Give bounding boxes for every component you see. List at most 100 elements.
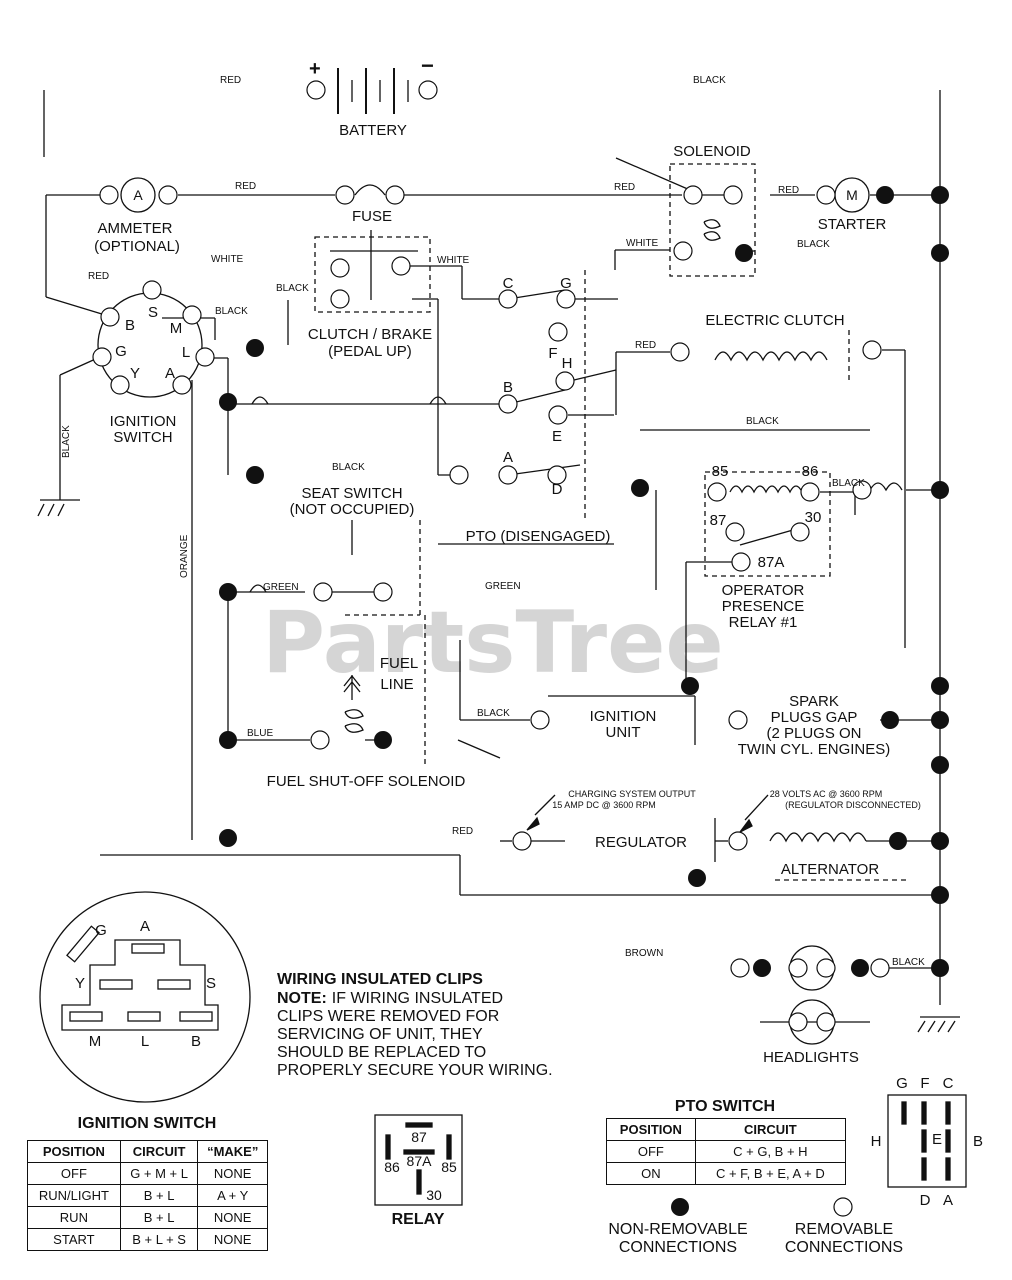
table-row: OFF G + M + L NONE xyxy=(27,1162,268,1185)
wire-label-white-ignition: WHITE xyxy=(211,254,244,265)
clutch-brake-label: CLUTCH / BRAKE xyxy=(308,326,432,343)
plug-pin-b: B xyxy=(191,1033,201,1050)
table-cell: ON xyxy=(606,1162,696,1185)
ignition-table-header: “MAKE” xyxy=(197,1140,268,1163)
solenoid-label: SOLENOID xyxy=(673,143,751,160)
spark-plugs-label-2: PLUGS GAP xyxy=(771,709,858,726)
pto-table-header: CIRCUIT xyxy=(694,1118,847,1141)
clips-note-title: WIRING INSULATED CLIPS xyxy=(277,971,483,988)
table-cell: START xyxy=(27,1228,121,1251)
table-cell: A + Y xyxy=(197,1184,268,1207)
pto-plug-e: E xyxy=(932,1131,942,1148)
plug-pin-y: Y xyxy=(75,975,85,992)
battery-label: BATTERY xyxy=(339,122,407,139)
electric-clutch-label: ELECTRIC CLUTCH xyxy=(705,312,844,329)
pto-pin-c: C xyxy=(503,275,514,292)
relay-box-86: 86 xyxy=(384,1159,400,1175)
ignition-pin-y: Y xyxy=(130,365,140,382)
wire-label-red-regulator: RED xyxy=(452,826,473,837)
fuel-line-label-2: LINE xyxy=(380,676,413,693)
relay-box-87a: 87A xyxy=(407,1153,433,1169)
wire-label-black-top: BLACK xyxy=(693,75,726,86)
table-row: RUN B + L NONE xyxy=(27,1206,268,1229)
volts-ac-label-1: 28 VOLTS AC @ 3600 RPM xyxy=(770,789,883,799)
ignition-switch-label: IGNITION xyxy=(110,413,177,430)
pto-pin-d: D xyxy=(552,481,563,498)
volts-ac-label-2: (REGULATOR DISCONNECTED) xyxy=(785,800,921,810)
wire-label-black-electric-clutch: BLACK xyxy=(746,416,779,427)
relay-box-87: 87 xyxy=(411,1129,427,1145)
wire-label-red-solenoid: RED xyxy=(614,182,635,193)
clips-note-line-5: PROPERLY SECURE YOUR WIRING. xyxy=(277,1062,553,1079)
wire-label-black-solenoid: BLACK xyxy=(797,239,830,250)
relay-pin-87: 87 xyxy=(710,512,727,529)
pto-plug-g: G xyxy=(896,1075,908,1092)
ammeter-sublabel: (OPTIONAL) xyxy=(94,238,180,255)
clips-note-line-4: SHOULD BE REPLACED TO xyxy=(277,1044,486,1061)
ignition-switch-table: POSITION CIRCUIT “MAKE” OFF G + M + L NO… xyxy=(27,1140,268,1251)
wire-label-black-ignition: BLACK xyxy=(215,306,248,317)
pto-plug-d: D xyxy=(920,1192,931,1209)
table-row: START B + L + S NONE xyxy=(27,1228,268,1251)
relay-box-title: RELAY xyxy=(392,1211,445,1228)
relay-label-2: PRESENCE xyxy=(722,598,805,615)
pto-pin-g: G xyxy=(560,275,572,292)
table-cell: RUN xyxy=(27,1206,121,1229)
seat-switch-sublabel: (NOT OCCUPIED) xyxy=(290,501,415,518)
plug-pin-m: M xyxy=(89,1033,102,1050)
wire-label-red-starter: RED xyxy=(778,185,799,196)
pto-pin-h: H xyxy=(562,355,573,372)
pto-table-title: PTO SWITCH xyxy=(675,1098,775,1115)
headlights-label: HEADLIGHTS xyxy=(763,1049,859,1066)
watermark-text: PartsTree xyxy=(262,593,724,693)
pto-pin-b: B xyxy=(503,379,513,396)
table-row: ON C + F, B + E, A + D xyxy=(606,1162,847,1185)
starter-label: STARTER xyxy=(818,216,887,233)
table-cell: B + L xyxy=(119,1184,199,1207)
wire-label-black-relay: BLACK xyxy=(832,478,865,489)
regulator-label: REGULATOR xyxy=(595,834,687,851)
fuel-line-label-1: FUEL xyxy=(380,655,418,672)
wire-label-black-left: BLACK xyxy=(61,425,72,458)
alternator-label: ALTERNATOR xyxy=(781,861,880,878)
relay-label-1: OPERATOR xyxy=(722,582,805,599)
ignition-pin-s: S xyxy=(148,304,158,321)
ignition-pin-l: L xyxy=(182,344,190,361)
ignition-pin-a: A xyxy=(165,365,175,382)
relay-label-3: RELAY #1 xyxy=(729,614,798,631)
spark-plugs-label-4: TWIN CYL. ENGINES) xyxy=(738,741,891,758)
table-cell: RUN/LIGHT xyxy=(27,1184,121,1207)
table-row: RUN/LIGHT B + L A + Y xyxy=(27,1184,268,1207)
wire-label-white-clutch: WHITE xyxy=(437,255,470,266)
legend-removable-2: CONNECTIONS xyxy=(785,1239,903,1256)
table-cell: B + L xyxy=(119,1206,199,1229)
ignition-table-header: POSITION xyxy=(27,1140,121,1163)
relay-pin-87a: 87A xyxy=(758,554,785,571)
ignition-table-header: CIRCUIT xyxy=(119,1140,199,1163)
ignition-pin-m: M xyxy=(170,320,183,337)
table-cell: OFF xyxy=(27,1162,121,1185)
relay-box-85: 85 xyxy=(441,1159,457,1175)
pto-plug-c: C xyxy=(943,1075,954,1092)
wiring-lines xyxy=(37,68,967,1206)
wire-label-white-solenoid: WHITE xyxy=(626,238,659,249)
seat-switch-label: SEAT SWITCH xyxy=(301,485,402,502)
battery-minus-sign: − xyxy=(421,53,434,78)
relay-pin-85: 85 xyxy=(712,463,729,480)
wire-label-green-mid: GREEN xyxy=(485,581,521,592)
ignition-table-title: IGNITION SWITCH xyxy=(78,1115,217,1132)
wire-label-red-ammeter: RED xyxy=(235,181,256,192)
wire-label-red-top: RED xyxy=(220,75,241,86)
plug-pin-g: G xyxy=(95,922,107,939)
ammeter-symbol: A xyxy=(133,187,143,203)
pto-table-header: POSITION xyxy=(606,1118,696,1141)
ignition-unit-label-1: IGNITION xyxy=(590,708,657,725)
legend-non-removable-1: NON-REMOVABLE xyxy=(608,1221,747,1238)
legend-non-removable-2: CONNECTIONS xyxy=(619,1239,737,1256)
clutch-brake-sublabel: (PEDAL UP) xyxy=(328,343,412,360)
plug-pin-l: L xyxy=(141,1033,149,1050)
ignition-switch-sublabel: SWITCH xyxy=(113,429,172,446)
pto-pin-e: E xyxy=(552,428,562,445)
wire-label-brown: BROWN xyxy=(625,948,663,959)
